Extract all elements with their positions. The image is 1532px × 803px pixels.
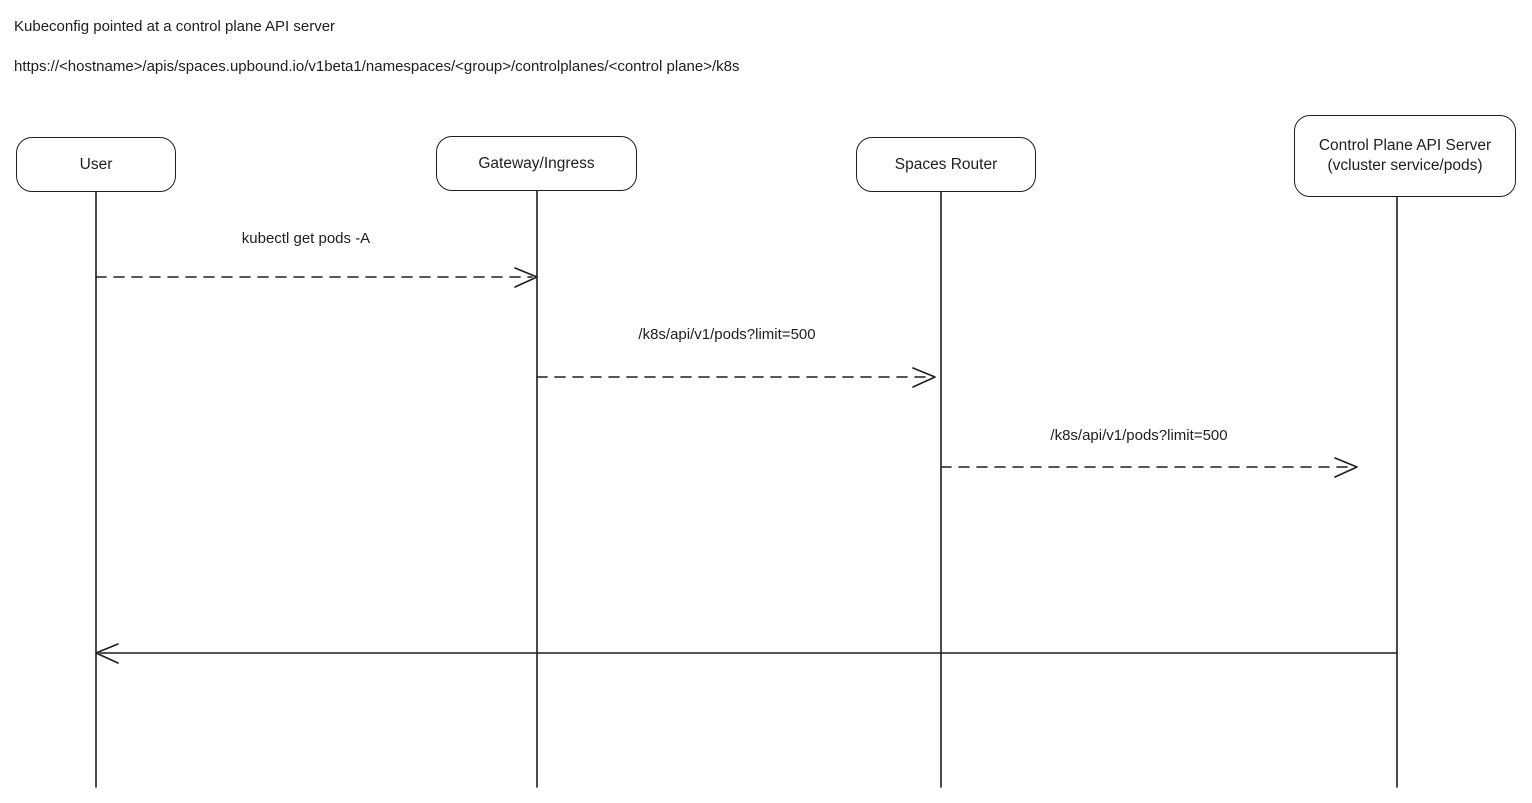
actor-box-spaces-router: Spaces Router bbox=[856, 137, 1036, 192]
message-label-kubectl-get-pods: kubectl get pods -A bbox=[241, 230, 371, 247]
arrow-router-to-control-plane bbox=[940, 457, 1358, 478]
message-label-k8s-api-pods-1: /k8s/api/v1/pods?limit=500 bbox=[638, 326, 816, 343]
actor-label: Control Plane API Server bbox=[1318, 137, 1492, 154]
actor-label: Gateway/Ingress bbox=[478, 154, 595, 172]
message-label-k8s-api-pods-2: /k8s/api/v1/pods?limit=500 bbox=[1050, 427, 1228, 444]
actor-sublabel: (vcluster service/pods) bbox=[1327, 157, 1483, 174]
diagram-subtitle-url: https://<hostname>/apis/spaces.upbound.i… bbox=[14, 58, 740, 75]
arrow-kubectl-get-pods bbox=[95, 267, 538, 288]
actor-label: User bbox=[79, 155, 113, 173]
actor-box-control-plane-api-server: Control Plane API Server (vcluster servi… bbox=[1294, 115, 1516, 197]
actor-label: Spaces Router bbox=[894, 155, 998, 173]
actor-box-gateway-ingress: Gateway/Ingress bbox=[436, 136, 637, 191]
arrow-gateway-to-router bbox=[536, 367, 936, 388]
arrow-return-to-user bbox=[95, 643, 1398, 664]
actor-box-user: User bbox=[16, 137, 176, 192]
diagram-title: Kubeconfig pointed at a control plane AP… bbox=[14, 18, 336, 35]
